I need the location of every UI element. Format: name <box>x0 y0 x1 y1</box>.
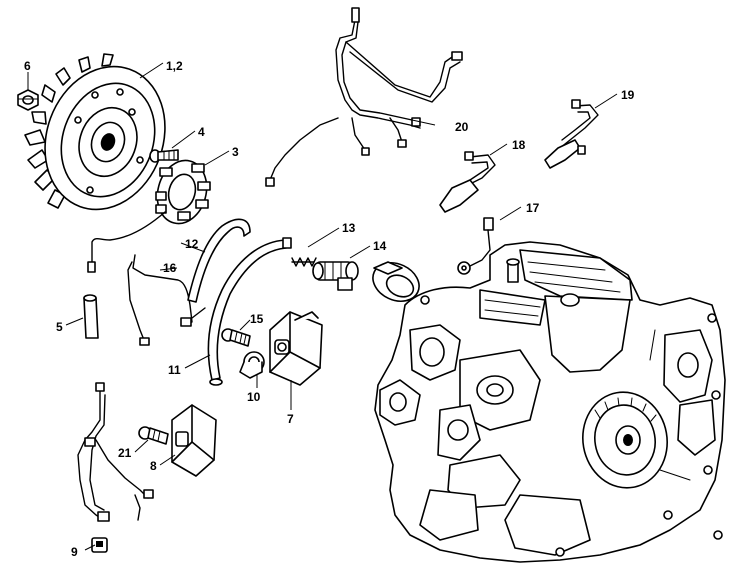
label-17: 17 <box>526 201 540 215</box>
label-19: 19 <box>621 88 635 102</box>
part-16-wire <box>127 254 206 346</box>
label-16: 16 <box>163 261 177 275</box>
label-7: 7 <box>287 412 294 426</box>
part-14-valve <box>312 261 359 291</box>
part-8-module <box>171 404 217 477</box>
cap-part <box>372 261 420 303</box>
label-9: 9 <box>71 545 78 559</box>
label-4: 4 <box>198 125 205 139</box>
part-9-wire-harness <box>77 382 154 553</box>
part-4-screw <box>149 149 179 163</box>
callout-labels: 1,2 3 4 5 6 7 8 9 10 11 12 13 14 15 16 1… <box>24 59 635 559</box>
label-5: 5 <box>56 320 63 334</box>
label-12: 12 <box>185 237 199 251</box>
part-1-2-flywheel <box>24 53 166 211</box>
engine-block <box>374 241 726 563</box>
label-15: 15 <box>250 312 264 326</box>
part-20-wire-harness <box>265 7 463 187</box>
label-1-2: 1,2 <box>166 59 183 73</box>
part-13-spring <box>291 257 317 267</box>
label-20: 20 <box>455 120 469 134</box>
part-7-ignition-module <box>269 311 323 386</box>
label-21: 21 <box>118 446 132 460</box>
label-10: 10 <box>247 390 261 404</box>
label-14: 14 <box>373 239 387 253</box>
part-5-sleeve <box>83 294 99 339</box>
part-3-stator <box>87 159 211 273</box>
part-19-wire <box>544 99 599 169</box>
label-6: 6 <box>24 59 31 73</box>
label-18: 18 <box>512 138 526 152</box>
label-13: 13 <box>342 221 356 235</box>
part-15-screw <box>221 328 251 347</box>
part-18-wire <box>439 151 496 213</box>
part-6-nut <box>17 89 39 111</box>
part-17-wire <box>457 217 494 275</box>
part-21-screw <box>138 426 169 445</box>
label-3: 3 <box>232 145 239 159</box>
part-12-hose <box>187 218 251 303</box>
label-11: 11 <box>168 363 181 377</box>
part-11-hose <box>207 237 292 386</box>
leader-lines <box>27 62 618 551</box>
label-8: 8 <box>150 459 157 473</box>
part-10-plug-boot <box>239 351 265 379</box>
